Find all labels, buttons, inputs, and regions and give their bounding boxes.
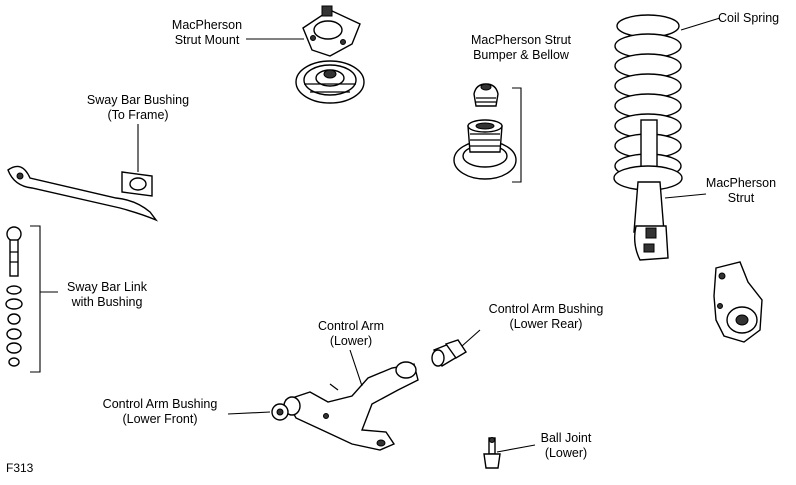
ball-joint-leader — [496, 444, 536, 453]
bumper-bellow-illustration — [453, 83, 517, 180]
label-sway-bar-link-line1: Sway Bar Link — [67, 280, 147, 294]
label-sway-bar-bushing: Sway Bar Bushing (To Frame) — [78, 93, 198, 123]
label-bumper-bellow: MacPherson Strut Bumper & Bellow — [462, 33, 580, 63]
label-control-arm-line1: Control Arm — [318, 319, 384, 333]
label-coil-spring: Coil Spring — [718, 11, 790, 26]
figure-code: F313 — [6, 461, 34, 475]
ball-joint-illustration — [483, 437, 501, 469]
label-sway-bar-bushing-line1: Sway Bar Bushing — [86, 93, 190, 107]
label-control-arm: Control Arm (Lower) — [308, 319, 394, 349]
label-ball-joint-line1: Ball Joint — [540, 431, 592, 445]
label-sway-bar-link-line2: with Bushing — [71, 295, 143, 309]
sway-bar-bushing-illustration — [121, 171, 153, 197]
macpherson-strut-illustration — [613, 119, 683, 261]
control-arm-bushing-rear-leader — [461, 329, 481, 347]
label-control-arm-line2: (Lower) — [329, 334, 373, 348]
sway-bar-link-illustration — [5, 226, 23, 367]
steering-knuckle-illustration — [713, 261, 763, 343]
macpherson-strut-leader — [664, 193, 707, 199]
label-control-arm-bushing-rear: Control Arm Bushing (Lower Rear) — [480, 302, 612, 332]
sway-bar-illustration — [7, 165, 159, 222]
label-strut-mount: MacPherson Strut Mount — [168, 18, 246, 48]
sway-bar-link-bracket — [30, 225, 58, 373]
label-control-arm-bushing-rear-line1: Control Arm Bushing — [488, 302, 604, 316]
label-bumper-bellow-line1: MacPherson Strut — [470, 33, 572, 47]
label-strut-mount-line2: Strut Mount — [174, 33, 240, 47]
label-macpherson-strut-line1: MacPherson — [705, 176, 777, 190]
label-macpherson-strut: MacPherson Strut — [702, 176, 780, 206]
label-control-arm-bushing-front-line1: Control Arm Bushing — [102, 397, 218, 411]
control-arm-leader — [349, 349, 363, 387]
label-control-arm-bushing-rear-line2: (Lower Rear) — [509, 317, 583, 331]
label-bumper-bellow-line2: Bumper & Bellow — [473, 48, 569, 62]
strut-mount-illustration — [295, 5, 365, 104]
label-strut-mount-line1: MacPherson — [171, 18, 243, 32]
control-arm-bushing-front-illustration — [271, 403, 289, 421]
label-macpherson-strut-line2: Strut — [727, 191, 755, 205]
control-arm-bushing-rear-illustration — [431, 339, 467, 367]
label-control-arm-bushing-front: Control Arm Bushing (Lower Front) — [94, 397, 226, 427]
control-arm-illustration — [283, 361, 419, 451]
label-ball-joint-line2: (Lower) — [544, 446, 588, 460]
label-ball-joint: Ball Joint (Lower) — [532, 431, 600, 461]
label-control-arm-bushing-front-line2: (Lower Front) — [122, 412, 198, 426]
bumper-bellow-bracket — [512, 87, 522, 183]
label-coil-spring-line1: Coil Spring — [718, 11, 780, 25]
coil-spring-leader — [680, 17, 721, 31]
label-sway-bar-link: Sway Bar Link with Bushing — [58, 280, 156, 310]
control-arm-bushing-front-leader — [227, 411, 271, 415]
label-sway-bar-bushing-line2: (To Frame) — [107, 108, 169, 122]
